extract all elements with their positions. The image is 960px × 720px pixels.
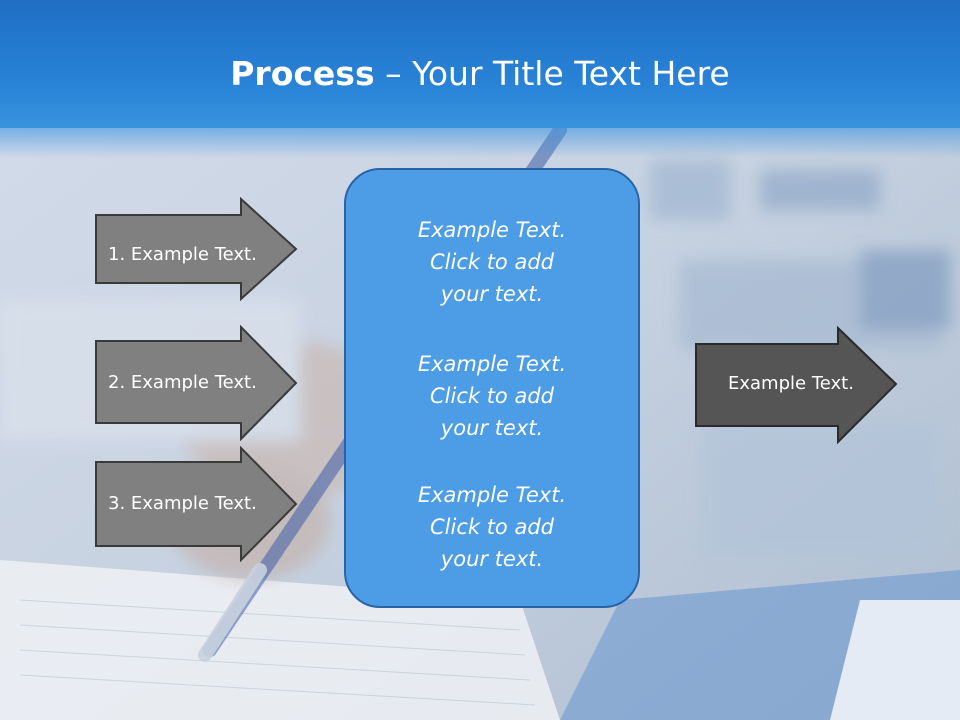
- right-arrow[interactable]: Example Text.: [694, 326, 900, 444]
- center-block-3: Example Text. Click to add your text.: [346, 479, 638, 575]
- center-block-1-line-1: Example Text.: [417, 218, 567, 242]
- center-block-2-line-2: Click to add: [429, 384, 554, 408]
- title-rest: Your Title Text Here: [412, 54, 730, 93]
- center-block-1: Example Text. Click to add your text.: [346, 214, 638, 310]
- left-arrow-3-shape: [95, 446, 298, 562]
- center-block-2: Example Text. Click to add your text.: [346, 348, 638, 444]
- center-block-3-line-1: Example Text.: [417, 483, 567, 507]
- title-bar-fade: [0, 128, 960, 158]
- center-block-3-line-2: Click to add: [429, 515, 554, 539]
- left-arrow-1-label: 1. Example Text.: [108, 244, 257, 265]
- center-block-1-line-3: your text.: [440, 282, 544, 306]
- center-block-2-line-1: Example Text.: [417, 352, 567, 376]
- left-arrow-2[interactable]: 2. Example Text.: [94, 325, 300, 441]
- right-arrow-shape: [695, 326, 898, 444]
- left-arrow-1-shape: [95, 197, 298, 301]
- left-arrow-2-shape: [95, 325, 298, 441]
- center-text-box[interactable]: Example Text. Click to add your text. Ex…: [344, 168, 640, 608]
- center-block-3-line-3: your text.: [440, 547, 544, 571]
- title-bar: [0, 0, 960, 128]
- center-block-1-line-2: Click to add: [429, 250, 554, 274]
- title-dash: –: [385, 54, 402, 93]
- slide-title[interactable]: Process – Your Title Text Here: [0, 52, 960, 96]
- left-arrow-3[interactable]: 3. Example Text.: [94, 446, 300, 562]
- right-arrow-label: Example Text.: [728, 373, 854, 394]
- left-arrow-2-label: 2. Example Text.: [108, 372, 257, 393]
- title-bold: Process: [230, 54, 375, 93]
- center-block-2-line-3: your text.: [440, 416, 544, 440]
- left-arrow-1[interactable]: 1. Example Text.: [94, 197, 300, 301]
- left-arrow-3-label: 3. Example Text.: [108, 493, 257, 514]
